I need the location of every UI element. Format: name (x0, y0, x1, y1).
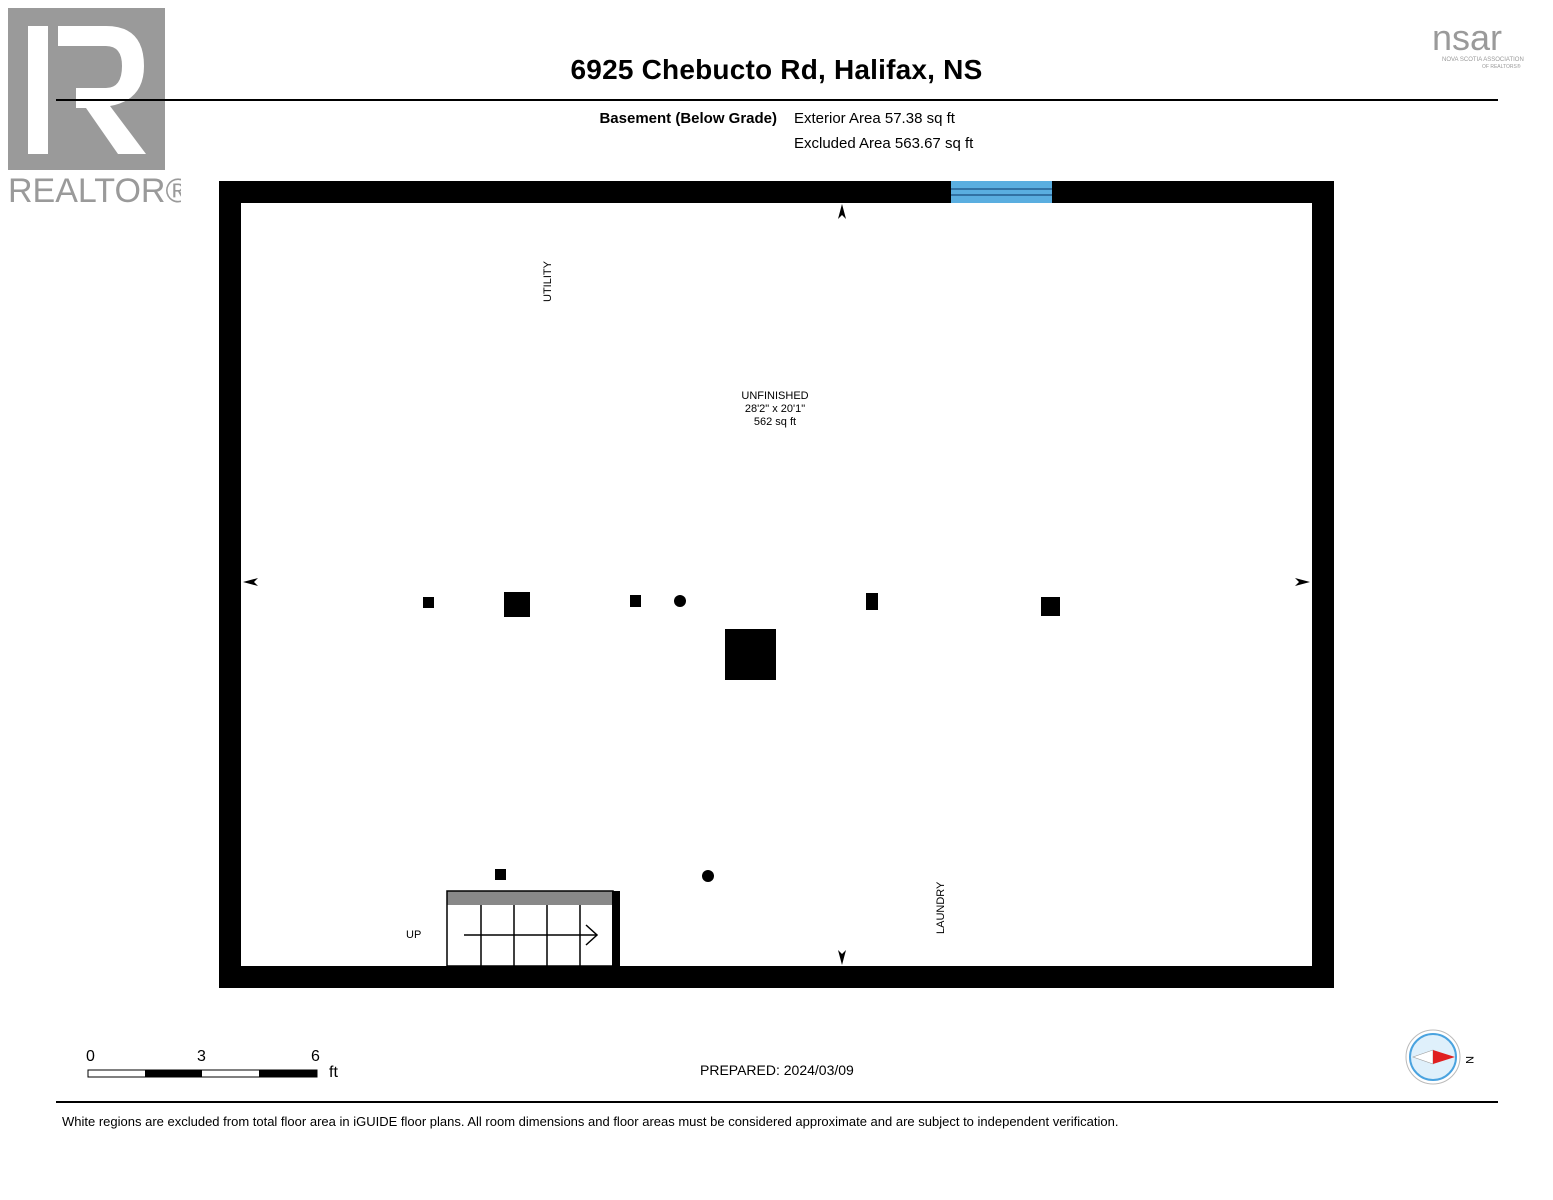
exterior-walls (219, 181, 1334, 988)
post (630, 595, 641, 607)
disclaimer: White regions are excluded from total fl… (62, 1114, 1119, 1129)
room-label-laundry: LAUNDRY (935, 881, 947, 934)
nsar-logo: nsar NOVA SCOTIA ASSOCIATION OF REALTORS… (1432, 17, 1524, 70)
nsar-logo-sub2: OF REALTORS® (1482, 63, 1521, 70)
header-rule (56, 99, 1498, 101)
compass-icon (1405, 1029, 1461, 1085)
arrow-bottom (838, 950, 846, 965)
room-name: UNFINISHED (741, 390, 809, 402)
compass-north-label: N (1462, 1056, 1475, 1064)
nsar-logo-text: nsar (1432, 17, 1502, 58)
chimney (725, 629, 776, 680)
room-label-utility: UTILITY (542, 261, 554, 302)
round-post (674, 595, 686, 607)
post (866, 593, 878, 610)
exterior-area: Exterior Area 57.38 sq ft (794, 110, 955, 127)
post (423, 597, 434, 608)
arrow-right (1295, 578, 1310, 586)
room-area: 562 sq ft (753, 416, 797, 428)
room-dimensions: 28'2" x 20'1" (744, 403, 806, 415)
scale-tick-6: 6 (311, 1048, 320, 1065)
nsar-logo-sub1: NOVA SCOTIA ASSOCIATION (1442, 57, 1524, 63)
arrow-left (243, 578, 258, 586)
round-post (702, 870, 714, 882)
excluded-area: Excluded Area 563.67 sq ft (794, 135, 974, 152)
prepared-date: PREPARED: 2024/03/09 (700, 1062, 854, 1078)
scale-tick-3: 3 (197, 1048, 206, 1065)
page-title: 6925 Chebucto Rd, Halifax, NS (570, 54, 983, 85)
realtor-logo: REALTOR® (8, 8, 181, 210)
room-label-unfinished: UNFINISHED 28'2" x 20'1" 562 sq ft (700, 390, 850, 429)
level-name: Basement (Below Grade) (599, 110, 777, 127)
stairs-up-label: UP (406, 929, 422, 941)
scale-unit: ft (329, 1064, 338, 1081)
scale-bar (87, 1069, 318, 1078)
stairs (446, 890, 620, 967)
post (495, 869, 506, 880)
realtor-logo-text: REALTOR® (8, 172, 181, 210)
arrow-top (838, 204, 846, 219)
scale-tick-0: 0 (86, 1048, 95, 1065)
post (504, 592, 530, 617)
footer-rule (56, 1101, 1498, 1103)
post (1041, 597, 1060, 616)
window (951, 181, 1052, 203)
